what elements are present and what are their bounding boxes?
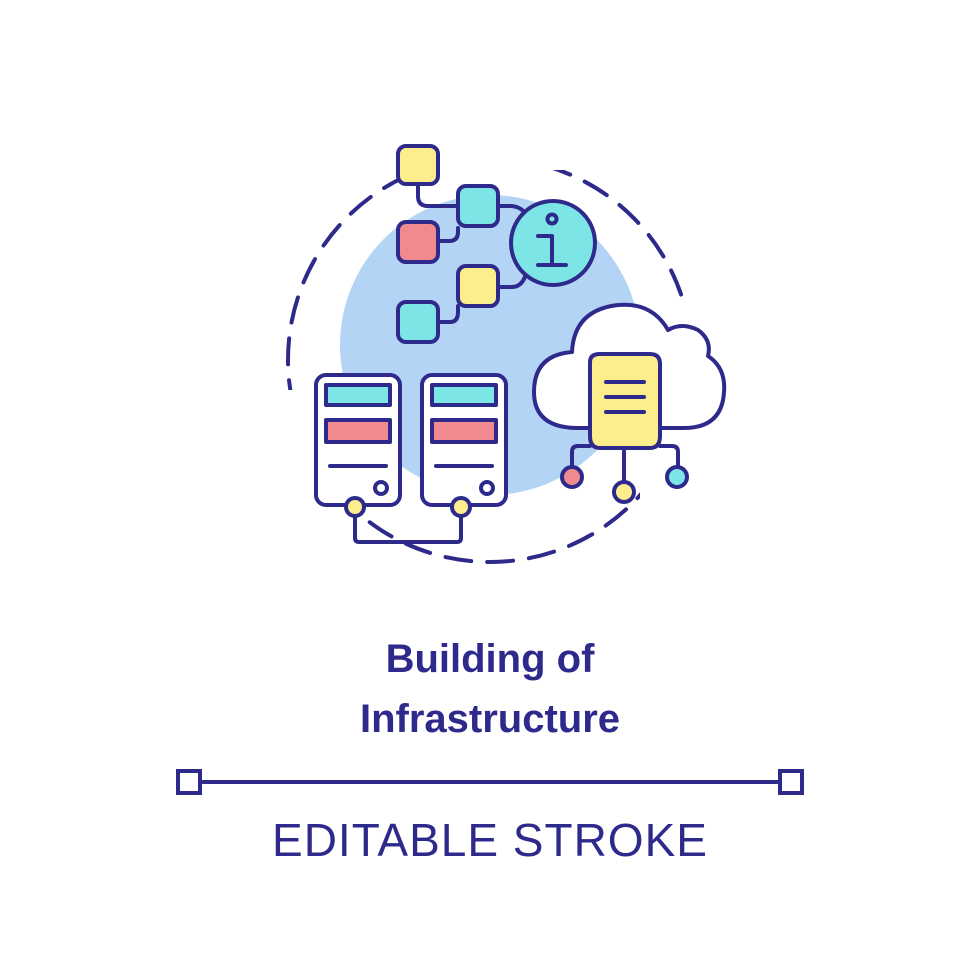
tree-node — [396, 300, 440, 344]
info-icon — [509, 199, 597, 287]
server-link — [344, 496, 472, 544]
divider-handle-left — [176, 769, 202, 795]
tree-node — [396, 144, 440, 186]
tree-node — [396, 220, 440, 264]
tree-node — [456, 184, 500, 228]
server-icon — [314, 373, 402, 507]
cloud-document-icon — [532, 302, 727, 504]
editable-stroke-divider — [176, 769, 804, 795]
tree-node — [456, 264, 500, 308]
editable-stroke-caption: EDITABLE STROKE — [272, 814, 708, 866]
title-line-2: Infrastructure — [359, 697, 621, 741]
server-icon — [420, 373, 508, 507]
infrastructure-concept-icon — [286, 144, 727, 564]
divider-handle-right — [778, 769, 804, 795]
title-line-1: Building of — [385, 637, 595, 681]
